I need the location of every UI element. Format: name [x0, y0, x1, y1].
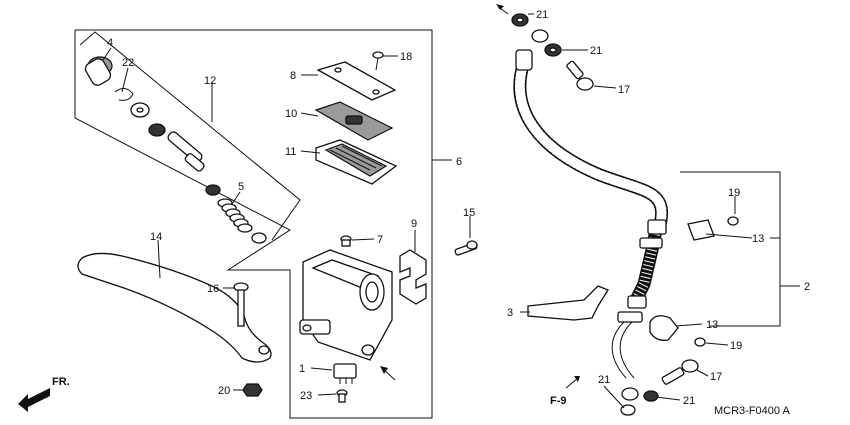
- part-end-washer: [251, 232, 267, 244]
- callout-23: 23: [300, 390, 312, 402]
- part-clamp-upper: [687, 216, 739, 241]
- part-cup: [148, 123, 166, 137]
- callout-13-lower: 13: [706, 319, 718, 331]
- callout-3: 3: [507, 307, 513, 319]
- part-diaphragm-plate: [314, 101, 394, 141]
- part-sealing-washer-lower: [643, 390, 659, 402]
- part-reservoir-cap: [316, 61, 397, 101]
- part-boot: [84, 56, 113, 86]
- part-sealing-washer-2-hole: [549, 47, 557, 53]
- callout-1: 1: [299, 363, 305, 375]
- part-stop-switch: [333, 363, 357, 384]
- callout-10: 10: [285, 108, 297, 120]
- callout-21-top: 21: [536, 9, 548, 21]
- part-holder: [399, 249, 427, 305]
- part-circlip: [114, 88, 134, 101]
- callout-9: 9: [411, 218, 417, 230]
- part-brake-lever: [77, 252, 272, 363]
- callout-4: 4: [107, 37, 113, 49]
- part-hose-bracket: [527, 285, 609, 321]
- callout-5: 5: [238, 181, 244, 193]
- part-secondary-cup: [205, 184, 221, 196]
- diagram-code: MCR3-F0400 A: [714, 405, 790, 417]
- part-screw-7: [340, 235, 352, 247]
- callout-2: 2: [804, 281, 810, 293]
- callout-17-lower: 17: [710, 371, 722, 383]
- callout-6: 6: [456, 156, 462, 168]
- callout-12: 12: [204, 75, 216, 87]
- part-diaphragm: [315, 139, 398, 185]
- part-pivot-nut: [242, 383, 263, 397]
- part-piston: [167, 131, 205, 172]
- part-master-cylinder-body: [299, 249, 393, 361]
- callout-13-upper: 13: [752, 233, 764, 245]
- part-screw-18: [372, 51, 384, 71]
- part-spring: [217, 198, 253, 233]
- front-direction-arrow: [18, 388, 50, 412]
- part-oil-bolt-top: [566, 60, 594, 91]
- callout-16: 16: [207, 283, 219, 295]
- callout-21-second: 21: [590, 45, 602, 57]
- callout-labels: 1 2 3 4 5 6 7 8 9 10 11 12 13 13 14 15 1…: [52, 9, 810, 417]
- callout-7: 7: [377, 234, 383, 246]
- assembly-arrow: [380, 366, 396, 381]
- piston-kit-group: [79, 31, 301, 241]
- callout-20: 20: [218, 385, 230, 397]
- callout-19-upper: 19: [728, 187, 740, 199]
- callout-14: 14: [150, 231, 162, 243]
- callout-21-fourth: 21: [683, 395, 695, 407]
- part-oil-bolt-lower: [661, 359, 699, 385]
- part-bolt-15: [454, 240, 478, 256]
- leader-lines: [102, 13, 800, 409]
- callout-17-upper: 17: [618, 84, 630, 96]
- front-direction-label: FR.: [52, 376, 70, 388]
- callout-15: 15: [463, 207, 475, 219]
- callout-21-third: 21: [598, 374, 610, 386]
- master-cylinder-frame: [74, 29, 452, 419]
- part-sealing-washer-top-hole: [516, 17, 524, 23]
- part-pivot-bolt: [233, 282, 249, 327]
- callout-18: 18: [400, 51, 412, 63]
- callout-11: 11: [285, 146, 296, 158]
- part-clamp-lower: [649, 315, 706, 347]
- callout-22: 22: [122, 57, 134, 69]
- reference-page-label: F-9: [550, 395, 567, 407]
- part-brake-hose: [513, 29, 668, 416]
- callout-8: 8: [290, 70, 296, 82]
- callout-19-lower: 19: [730, 340, 742, 352]
- top-flow-arrow: [496, 4, 509, 15]
- part-screw-23: [336, 389, 348, 403]
- part-washer-hole: [136, 107, 144, 113]
